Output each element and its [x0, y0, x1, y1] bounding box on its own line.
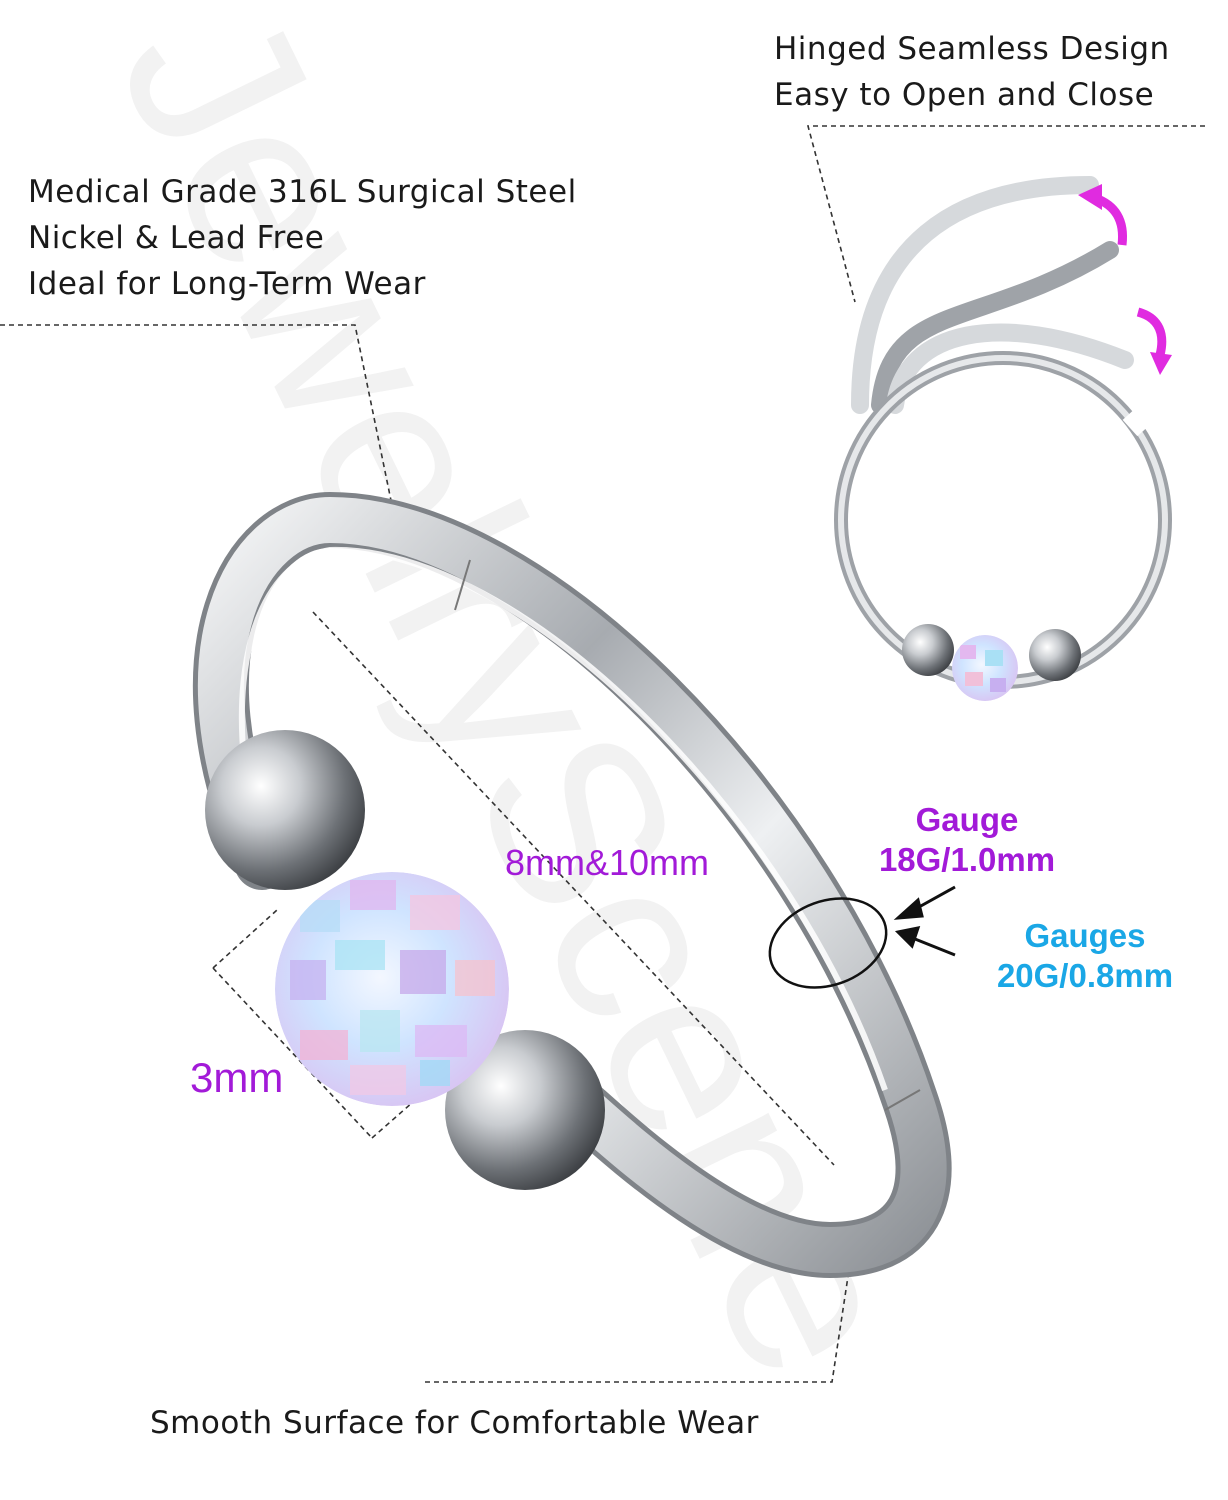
surface-feature-text: Smooth Surface for Comfortable Wear	[150, 1400, 759, 1446]
dim-line-bead-2	[212, 909, 278, 969]
material-line2: Nickel & Lead Free	[28, 220, 325, 256]
hinged-feature-text: Hinged Seamless Design Easy to Open and …	[774, 26, 1170, 118]
small-opal-bead	[952, 635, 1018, 701]
gauge-18-title: Gauge	[915, 801, 1019, 838]
dim-line-bead-1	[212, 967, 373, 1139]
small-steel-ball-left	[902, 624, 954, 676]
opal-bead	[275, 872, 509, 1106]
hinged-line1: Hinged Seamless Design	[774, 31, 1170, 67]
leader-lines	[0, 125, 1205, 1383]
material-line3: Ideal for Long-Term Wear	[28, 266, 426, 302]
steel-ball-top	[205, 730, 365, 890]
gauge-20-value: 20G/0.8mm	[996, 957, 1174, 994]
gauge-20-title: Gauges	[1024, 917, 1146, 954]
main-ring	[192, 491, 956, 1279]
gauge-18-value: 18G/1.0mm	[878, 841, 1056, 878]
hinged-ring-illustration	[834, 176, 1172, 701]
dim-line-diameter	[312, 611, 835, 1166]
gauge-18-block: Gauge 18G/1.0mm	[862, 800, 1072, 880]
material-line1: Medical Grade 316L Surgical Steel	[28, 174, 577, 210]
surface-line1: Smooth Surface for Comfortable Wear	[150, 1405, 759, 1441]
small-steel-ball-right	[1029, 629, 1081, 681]
leader-line-material	[0, 324, 396, 521]
gauge-20-block: Gauges 20G/0.8mm	[985, 916, 1185, 996]
bead-size-label: 3mm	[190, 1054, 284, 1101]
steel-ball-bottom	[445, 1030, 605, 1190]
gauge-arrows	[893, 885, 956, 957]
leader-line-hinged	[806, 125, 1205, 303]
diameter-label: 8mm&10mm	[505, 842, 710, 883]
leader-line-surface	[425, 1249, 853, 1383]
gauge-callout-ellipse	[768, 897, 888, 989]
hinged-line2: Easy to Open and Close	[774, 77, 1155, 113]
material-feature-text: Medical Grade 316L Surgical Steel Nickel…	[28, 169, 577, 307]
close-arrow-icon	[1136, 307, 1167, 357]
